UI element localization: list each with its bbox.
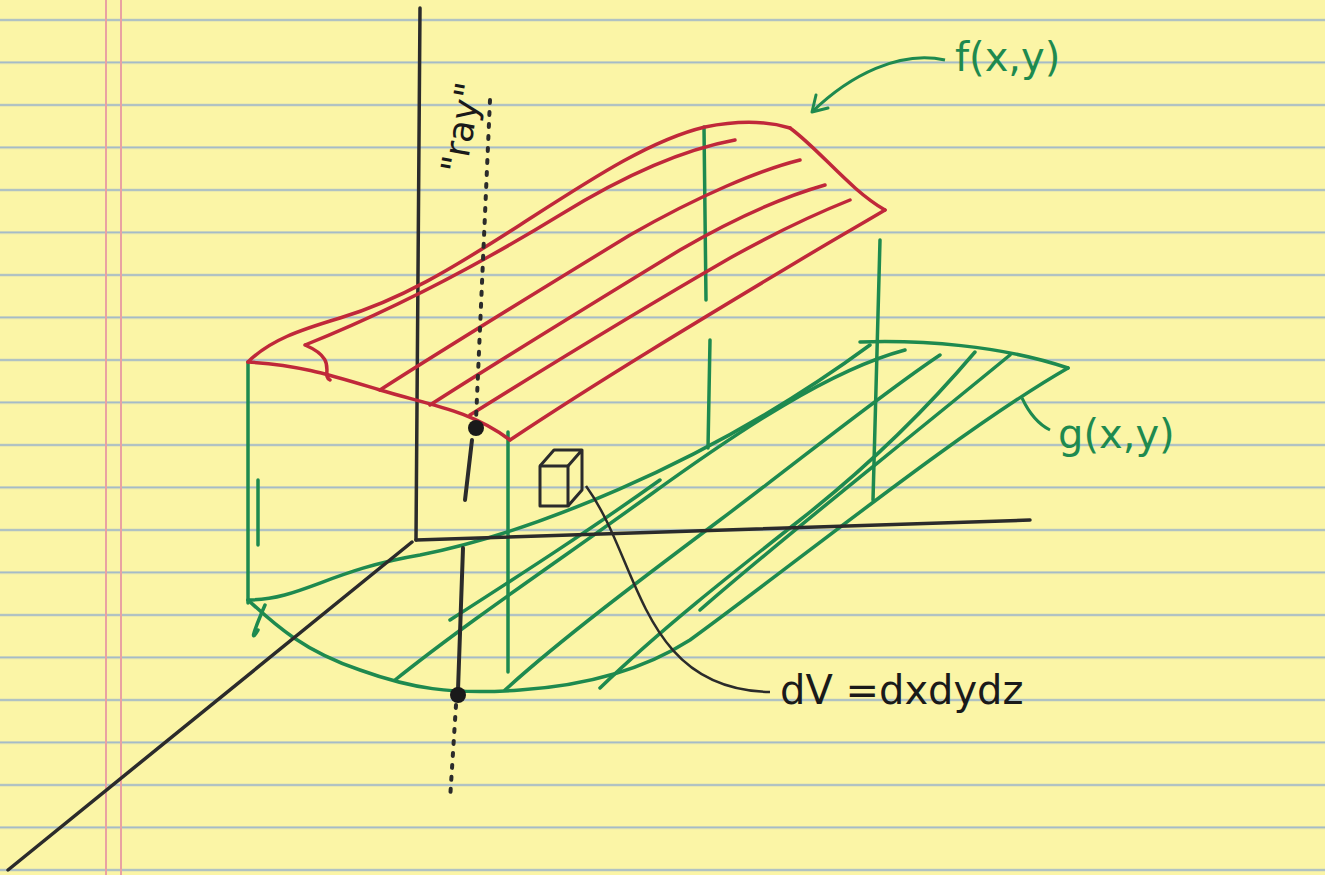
- arrow-head: [812, 95, 828, 112]
- hatch-line: [700, 355, 1010, 610]
- side-line: [873, 240, 880, 500]
- surface-label: f(x,y): [955, 35, 1060, 79]
- ray-dotted: [450, 705, 456, 800]
- hatch-line: [380, 160, 800, 390]
- ray-solid: [458, 548, 463, 690]
- hatch-line: [450, 480, 660, 620]
- volume-label: dV =dxdydz: [780, 668, 1024, 712]
- side-line: [256, 480, 260, 545]
- hatch-line: [305, 140, 735, 380]
- leader-line: [586, 486, 770, 692]
- hatch-line: [470, 200, 850, 415]
- surface-edge: [510, 210, 885, 440]
- ray: [450, 100, 490, 800]
- margin-line: [105, 0, 107, 875]
- hatch-line: [430, 185, 825, 405]
- z-axis: [416, 8, 420, 540]
- surface-edge: [248, 123, 790, 362]
- axes: [8, 8, 1030, 870]
- y-axis: [416, 520, 1030, 540]
- cube-front: [540, 466, 568, 506]
- volume-element: [540, 450, 582, 506]
- surface-edge: [254, 605, 265, 636]
- intersection-dot: [468, 420, 484, 436]
- hatch-line: [600, 352, 975, 688]
- x-axis: [8, 542, 412, 870]
- upper-surface: [248, 123, 885, 440]
- hatch-line: [395, 350, 905, 680]
- leader-line: [812, 58, 945, 112]
- surface-label: g(x,y): [1058, 412, 1175, 456]
- leader-line: [1022, 398, 1050, 430]
- surface-edge: [790, 128, 885, 210]
- surface-edge: [248, 362, 510, 440]
- surface-edge: [248, 368, 1068, 692]
- lower-surface: [248, 127, 1068, 692]
- intersection-dot: [450, 687, 466, 703]
- ray-solid: [465, 440, 472, 500]
- side-line: [246, 362, 250, 603]
- cube-back: [540, 450, 582, 506]
- margin-line: [120, 0, 122, 875]
- side-line: [506, 432, 510, 672]
- side-line: [708, 340, 710, 448]
